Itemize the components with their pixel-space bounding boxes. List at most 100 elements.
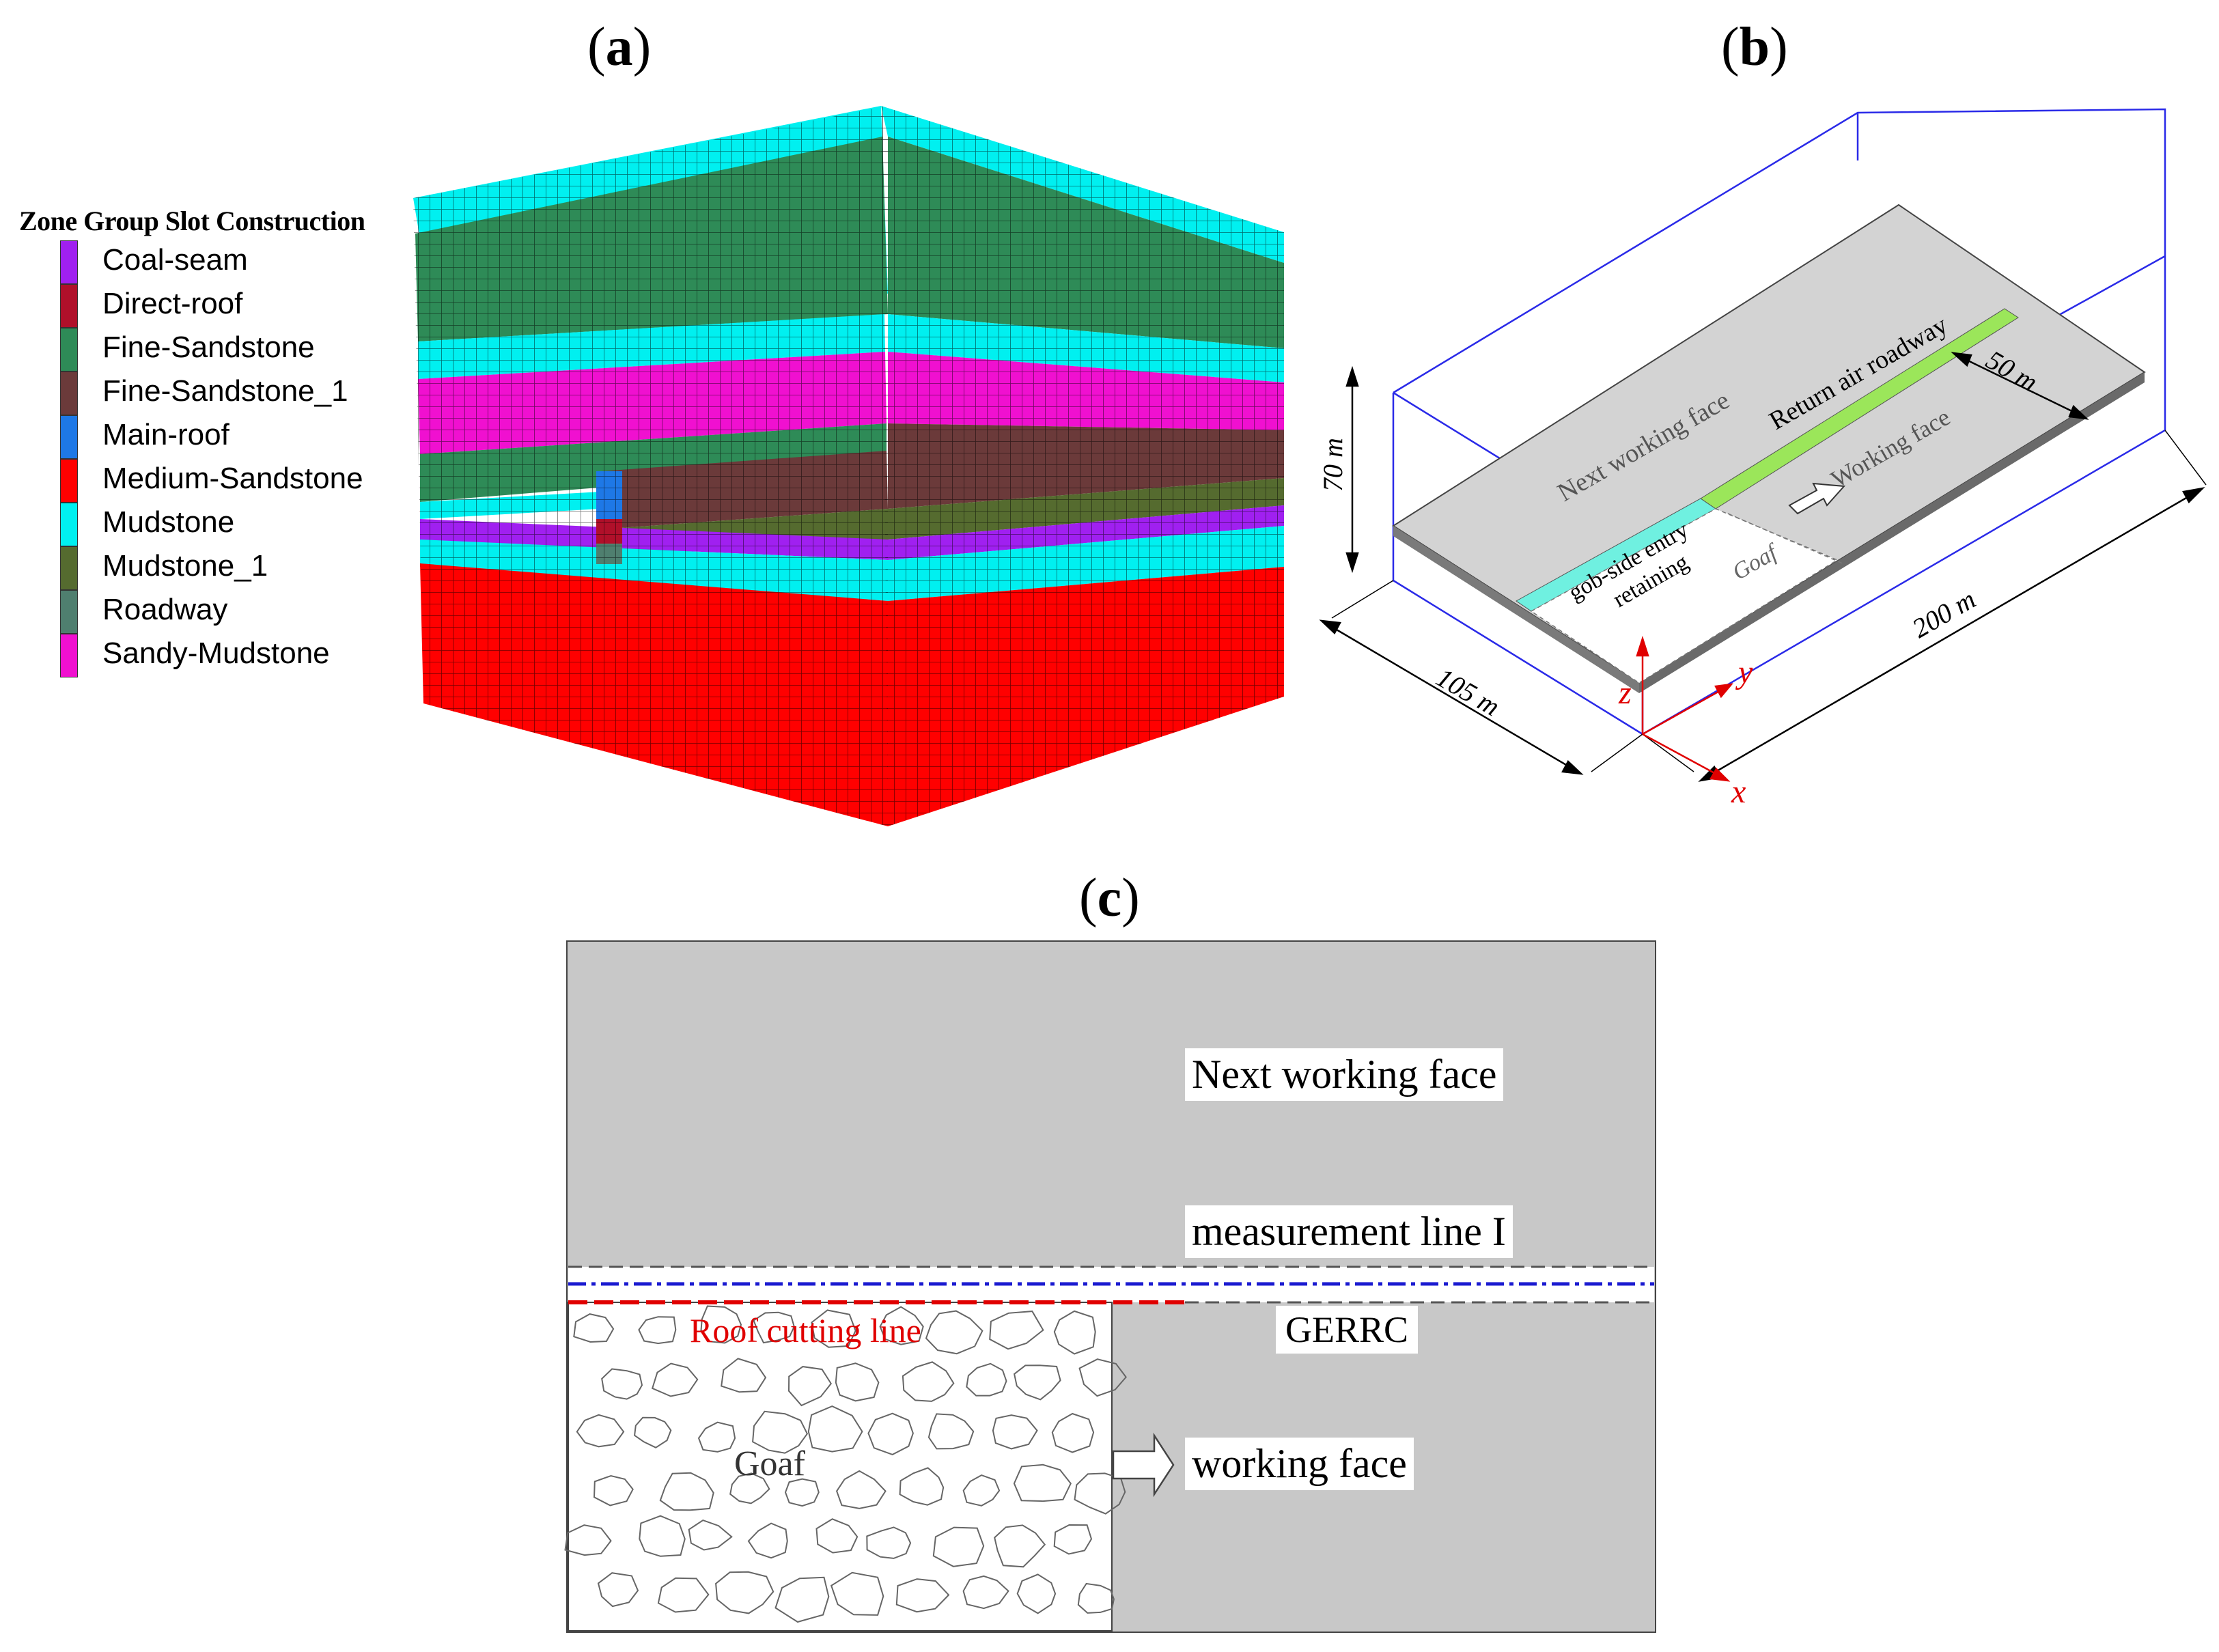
rock-outline <box>925 1310 983 1355</box>
panel-c-label: (c) <box>1079 868 1140 928</box>
rock-outline <box>721 1358 767 1393</box>
legend-swatch <box>60 284 78 328</box>
rock-outline <box>651 1362 699 1397</box>
rock-outline <box>715 1571 774 1614</box>
rock-outline <box>1013 1464 1072 1502</box>
legend-label: Roadway <box>102 593 228 626</box>
slab-front-edge <box>1393 526 1639 693</box>
rock-outline <box>899 1467 945 1506</box>
b-axis-y: y <box>1735 654 1753 690</box>
legend-swatch <box>60 590 78 634</box>
rock-outline <box>638 1316 677 1345</box>
rock-outline <box>830 1571 884 1616</box>
rock-outline <box>639 1515 686 1557</box>
legend-swatch <box>60 328 78 372</box>
legend-swatch <box>60 240 78 284</box>
c-goaf: Goaf <box>734 1444 806 1483</box>
legend-swatch <box>60 546 78 590</box>
rock-outline <box>962 1474 1001 1507</box>
rock-outline <box>659 1472 714 1511</box>
rock-outline <box>1077 1582 1115 1614</box>
legend-swatch <box>60 415 78 459</box>
legend-label: Mudstone <box>102 505 235 539</box>
rock-outline <box>787 1366 833 1407</box>
front-face <box>413 106 888 826</box>
c-roof-cutting-line: Roof cutting line <box>690 1311 921 1349</box>
goaf-area-plan <box>568 1302 1113 1632</box>
c-working-face: working face <box>1185 1438 1414 1490</box>
rock-outline <box>962 1575 1009 1610</box>
rock-outline <box>966 1362 1007 1397</box>
rock-outline <box>601 1368 643 1400</box>
legend-swatch <box>60 459 78 503</box>
rock-outline <box>895 1578 950 1613</box>
legend-label: Fine-Sandstone <box>102 331 315 364</box>
legend-label: Coal-seam <box>102 243 248 277</box>
rock-outline <box>867 1412 914 1455</box>
rock-outline <box>752 1410 809 1454</box>
rock-outline <box>784 1478 820 1507</box>
rock-outline <box>994 1524 1046 1568</box>
rock-outline <box>815 1518 859 1554</box>
rock-outline <box>927 1413 975 1450</box>
goaf-rocks <box>564 1305 1127 1623</box>
block-model-3d <box>413 106 1284 826</box>
dimension-lines <box>1319 352 2207 782</box>
rock-outline <box>657 1577 710 1613</box>
rock-outline <box>835 1470 887 1509</box>
b-dim-height: 70 m <box>1317 438 1348 492</box>
rock-outline <box>835 1362 880 1402</box>
rock-outline <box>902 1361 955 1402</box>
b-axis-x: x <box>1731 774 1746 810</box>
rock-outline <box>1053 1310 1096 1355</box>
rock-outline <box>564 1524 612 1556</box>
working-face-arrow-plan <box>1112 1432 1175 1498</box>
axes <box>1636 635 1734 782</box>
rock-outline <box>753 1311 795 1344</box>
legend-swatch <box>60 634 78 677</box>
legend-swatch <box>60 503 78 546</box>
rock-outline <box>807 1405 863 1453</box>
rock-outline <box>1078 1358 1127 1397</box>
rock-outline <box>992 1414 1038 1450</box>
rock-outline <box>774 1576 830 1623</box>
rock-outline <box>747 1522 788 1559</box>
rock-outline <box>932 1526 985 1567</box>
legend-label: Sandy-Mudstone <box>102 636 330 670</box>
working-face-arrow <box>1788 482 1846 515</box>
legend-label: Medium-Sandstone <box>102 462 363 495</box>
rock-outline <box>1053 1524 1093 1555</box>
c-next-working-face: Next working face <box>1185 1048 1504 1101</box>
rock-outline <box>576 1414 625 1448</box>
rock-outline <box>697 1421 736 1453</box>
rock-outline <box>729 1472 770 1504</box>
rock-outline <box>634 1416 672 1448</box>
rock-outline <box>866 1526 912 1559</box>
side-face <box>881 106 1284 826</box>
rock-outline <box>573 1313 615 1343</box>
legend-label: Direct-roof <box>102 287 243 320</box>
goaf-area <box>1530 508 1839 684</box>
rock-outline <box>879 1306 924 1345</box>
rock-outline <box>700 1305 742 1344</box>
rock-outline <box>1016 1573 1057 1614</box>
rock-outline <box>811 1309 856 1348</box>
b-axis-z: z <box>1618 675 1632 711</box>
legend-swatch <box>60 372 78 415</box>
rock-outline <box>1013 1364 1061 1401</box>
rock-outline <box>688 1519 733 1551</box>
c-measurement-line: measurement line I <box>1185 1205 1513 1258</box>
legend-label: Main-roof <box>102 418 229 451</box>
legend-label: Fine-Sandstone_1 <box>102 374 348 408</box>
rock-outline <box>593 1474 634 1507</box>
model-sketch-3d: Next working face Return air roadway Wor… <box>1317 108 2207 810</box>
legend-label: Mudstone_1 <box>102 549 268 583</box>
slab-side-edge <box>1639 372 2145 693</box>
c-gerrc: GERRC <box>1276 1306 1419 1354</box>
rock-outline <box>1051 1412 1095 1453</box>
panel-a-label: (a) <box>587 17 652 77</box>
panel-b-label: (b) <box>1721 17 1788 77</box>
rock-outline <box>989 1311 1044 1350</box>
